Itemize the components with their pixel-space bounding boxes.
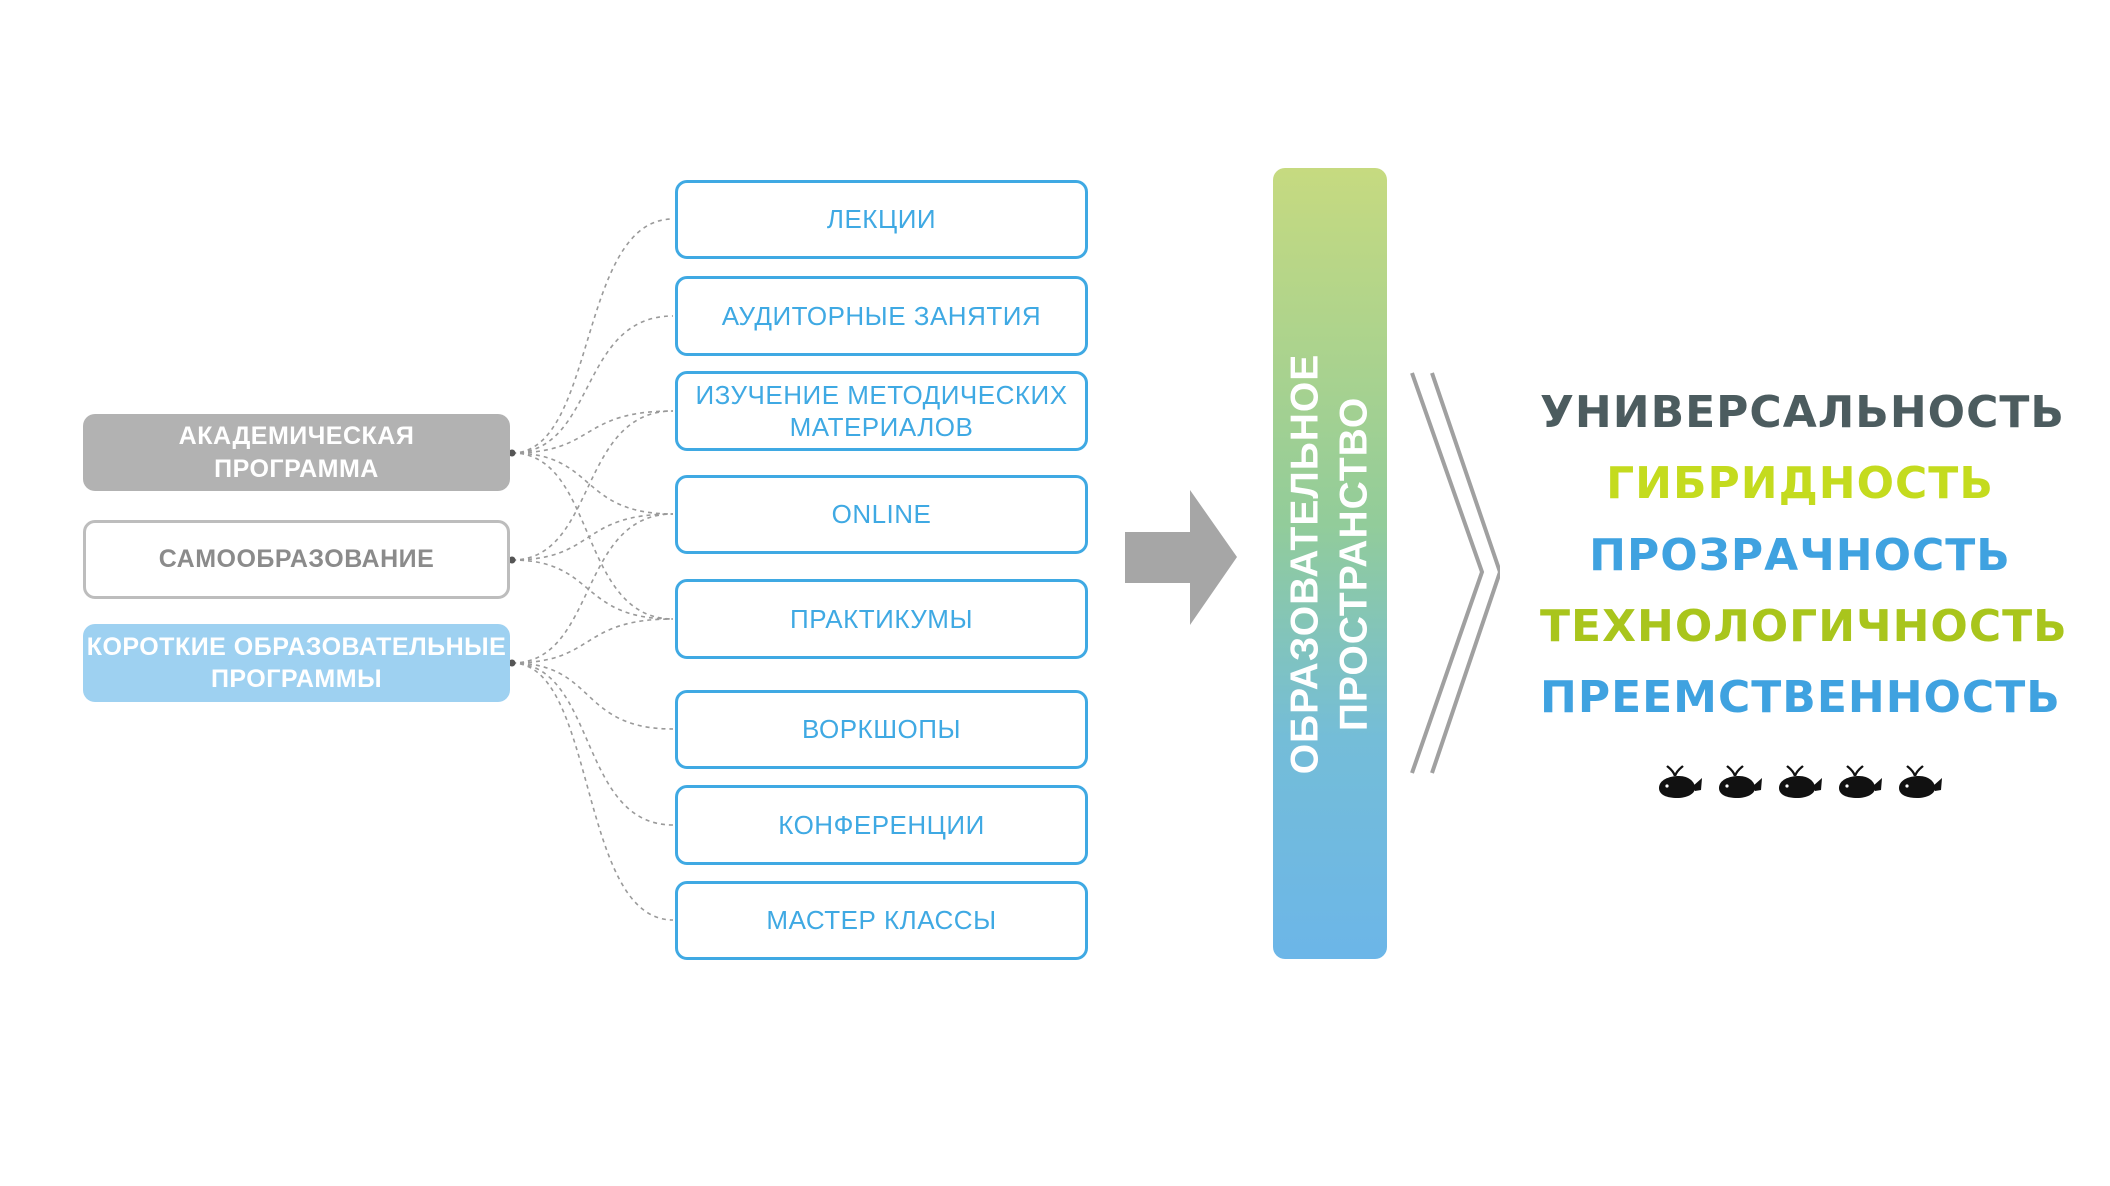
activity-classroom: АУДИТОРНЫЕ ЗАНЯТИЯ	[675, 276, 1088, 356]
activity-conferences: КОНФЕРЕНЦИИ	[675, 785, 1088, 865]
connector-line	[511, 618, 674, 664]
quality-label: ГИБРИДНОСТЬ	[1606, 458, 1994, 509]
activity-label: МАСТЕР КЛАССЫ	[766, 905, 997, 936]
connector-line	[511, 315, 674, 454]
whale-icon	[1839, 765, 1882, 798]
connector-line	[511, 218, 674, 454]
activity-masterclasses: МАСТЕР КЛАССЫ	[675, 881, 1088, 960]
connector-line	[511, 662, 674, 826]
activity-label: ONLINE	[831, 499, 932, 530]
activity-label: ВОРКШОПЫ	[802, 714, 961, 745]
whale-icon	[1659, 765, 1702, 798]
connector-origin-dot	[508, 659, 516, 667]
activity-online: ONLINE	[675, 475, 1088, 554]
educational-space-label: ОБРАЗОВАТЕЛЬНОЕ ПРОСТРАНСТВО	[1283, 353, 1375, 774]
activity-label: ЛЕКЦИИ	[826, 204, 937, 235]
connector-line	[511, 410, 674, 561]
quality-technology: ТЕХНОЛОГИЧНОСТЬ	[1540, 601, 2067, 652]
activity-workshops: ВОРКШОПЫ	[675, 690, 1088, 769]
connector-line	[511, 559, 674, 620]
quality-universality: УНИВЕРСАЛЬНОСТЬ	[1540, 387, 2064, 438]
whale-icon	[1899, 765, 1942, 798]
connector-origin-dot	[508, 449, 516, 457]
activity-label: ПРАКТИКУМЫ	[790, 603, 973, 634]
activity-materials: ИЗУЧЕНИЕ МЕТОДИЧЕСКИХ МАТЕРИАЛОВ	[675, 371, 1088, 451]
right-arrow-icon	[1125, 490, 1237, 625]
connector-line	[511, 452, 674, 515]
connector-line	[511, 662, 674, 730]
activity-label: ИЗУЧЕНИЕ МЕТОДИЧЕСКИХ МАТЕРИАЛОВ	[695, 379, 1068, 443]
activity-label: АУДИТОРНЫЕ ЗАНЯТИЯ	[721, 300, 1042, 331]
connector-line	[511, 513, 674, 561]
connector-line	[511, 452, 674, 620]
activity-label: КОНФЕРЕНЦИИ	[778, 809, 985, 840]
source-short-label: КОРОТКИЕ ОБРАЗОВАТЕЛЬНЫЕ ПРОГРАММЫ	[86, 632, 507, 694]
activity-practicums: ПРАКТИКУМЫ	[675, 579, 1088, 659]
connector-line	[511, 662, 674, 921]
whale-icons-row	[1655, 760, 1945, 804]
whale-icon	[1719, 765, 1762, 798]
source-selfedu-label: САМООБРАЗОВАНИЕ	[158, 545, 435, 574]
connector-origin-dot	[508, 556, 516, 564]
activity-lectures: ЛЕКЦИИ	[675, 180, 1088, 259]
educational-space-bar: ОБРАЗОВАТЕЛЬНОЕ ПРОСТРАНСТВО	[1273, 168, 1387, 959]
connector-line	[511, 410, 674, 454]
source-academic-label: АКАДЕМИЧЕСКАЯ ПРОГРАММА	[178, 422, 415, 483]
quality-label: ПРЕЕМСТВЕННОСТЬ	[1540, 672, 2061, 723]
quality-label: ПРОЗРАЧНОСТЬ	[1589, 530, 2011, 581]
source-self-education: САМООБРАЗОВАНИЕ	[83, 520, 510, 599]
connector-line	[511, 513, 674, 664]
whale-icon	[1779, 765, 1822, 798]
quality-transparency: ПРОЗРАЧНОСТЬ	[1540, 530, 2060, 581]
double-chevron-icon	[1410, 372, 1500, 774]
quality-continuity: ПРЕЕМСТВЕННОСТЬ	[1540, 672, 2060, 723]
quality-label: УНИВЕРСАЛЬНОСТЬ	[1540, 387, 2065, 438]
source-short-programs: КОРОТКИЕ ОБРАЗОВАТЕЛЬНЫЕ ПРОГРАММЫ	[83, 624, 510, 702]
quality-hybridity: ГИБРИДНОСТЬ	[1540, 458, 2060, 509]
source-academic-program: АКАДЕМИЧЕСКАЯ ПРОГРАММА	[83, 414, 510, 491]
quality-label: ТЕХНОЛОГИЧНОСТЬ	[1540, 601, 2068, 652]
